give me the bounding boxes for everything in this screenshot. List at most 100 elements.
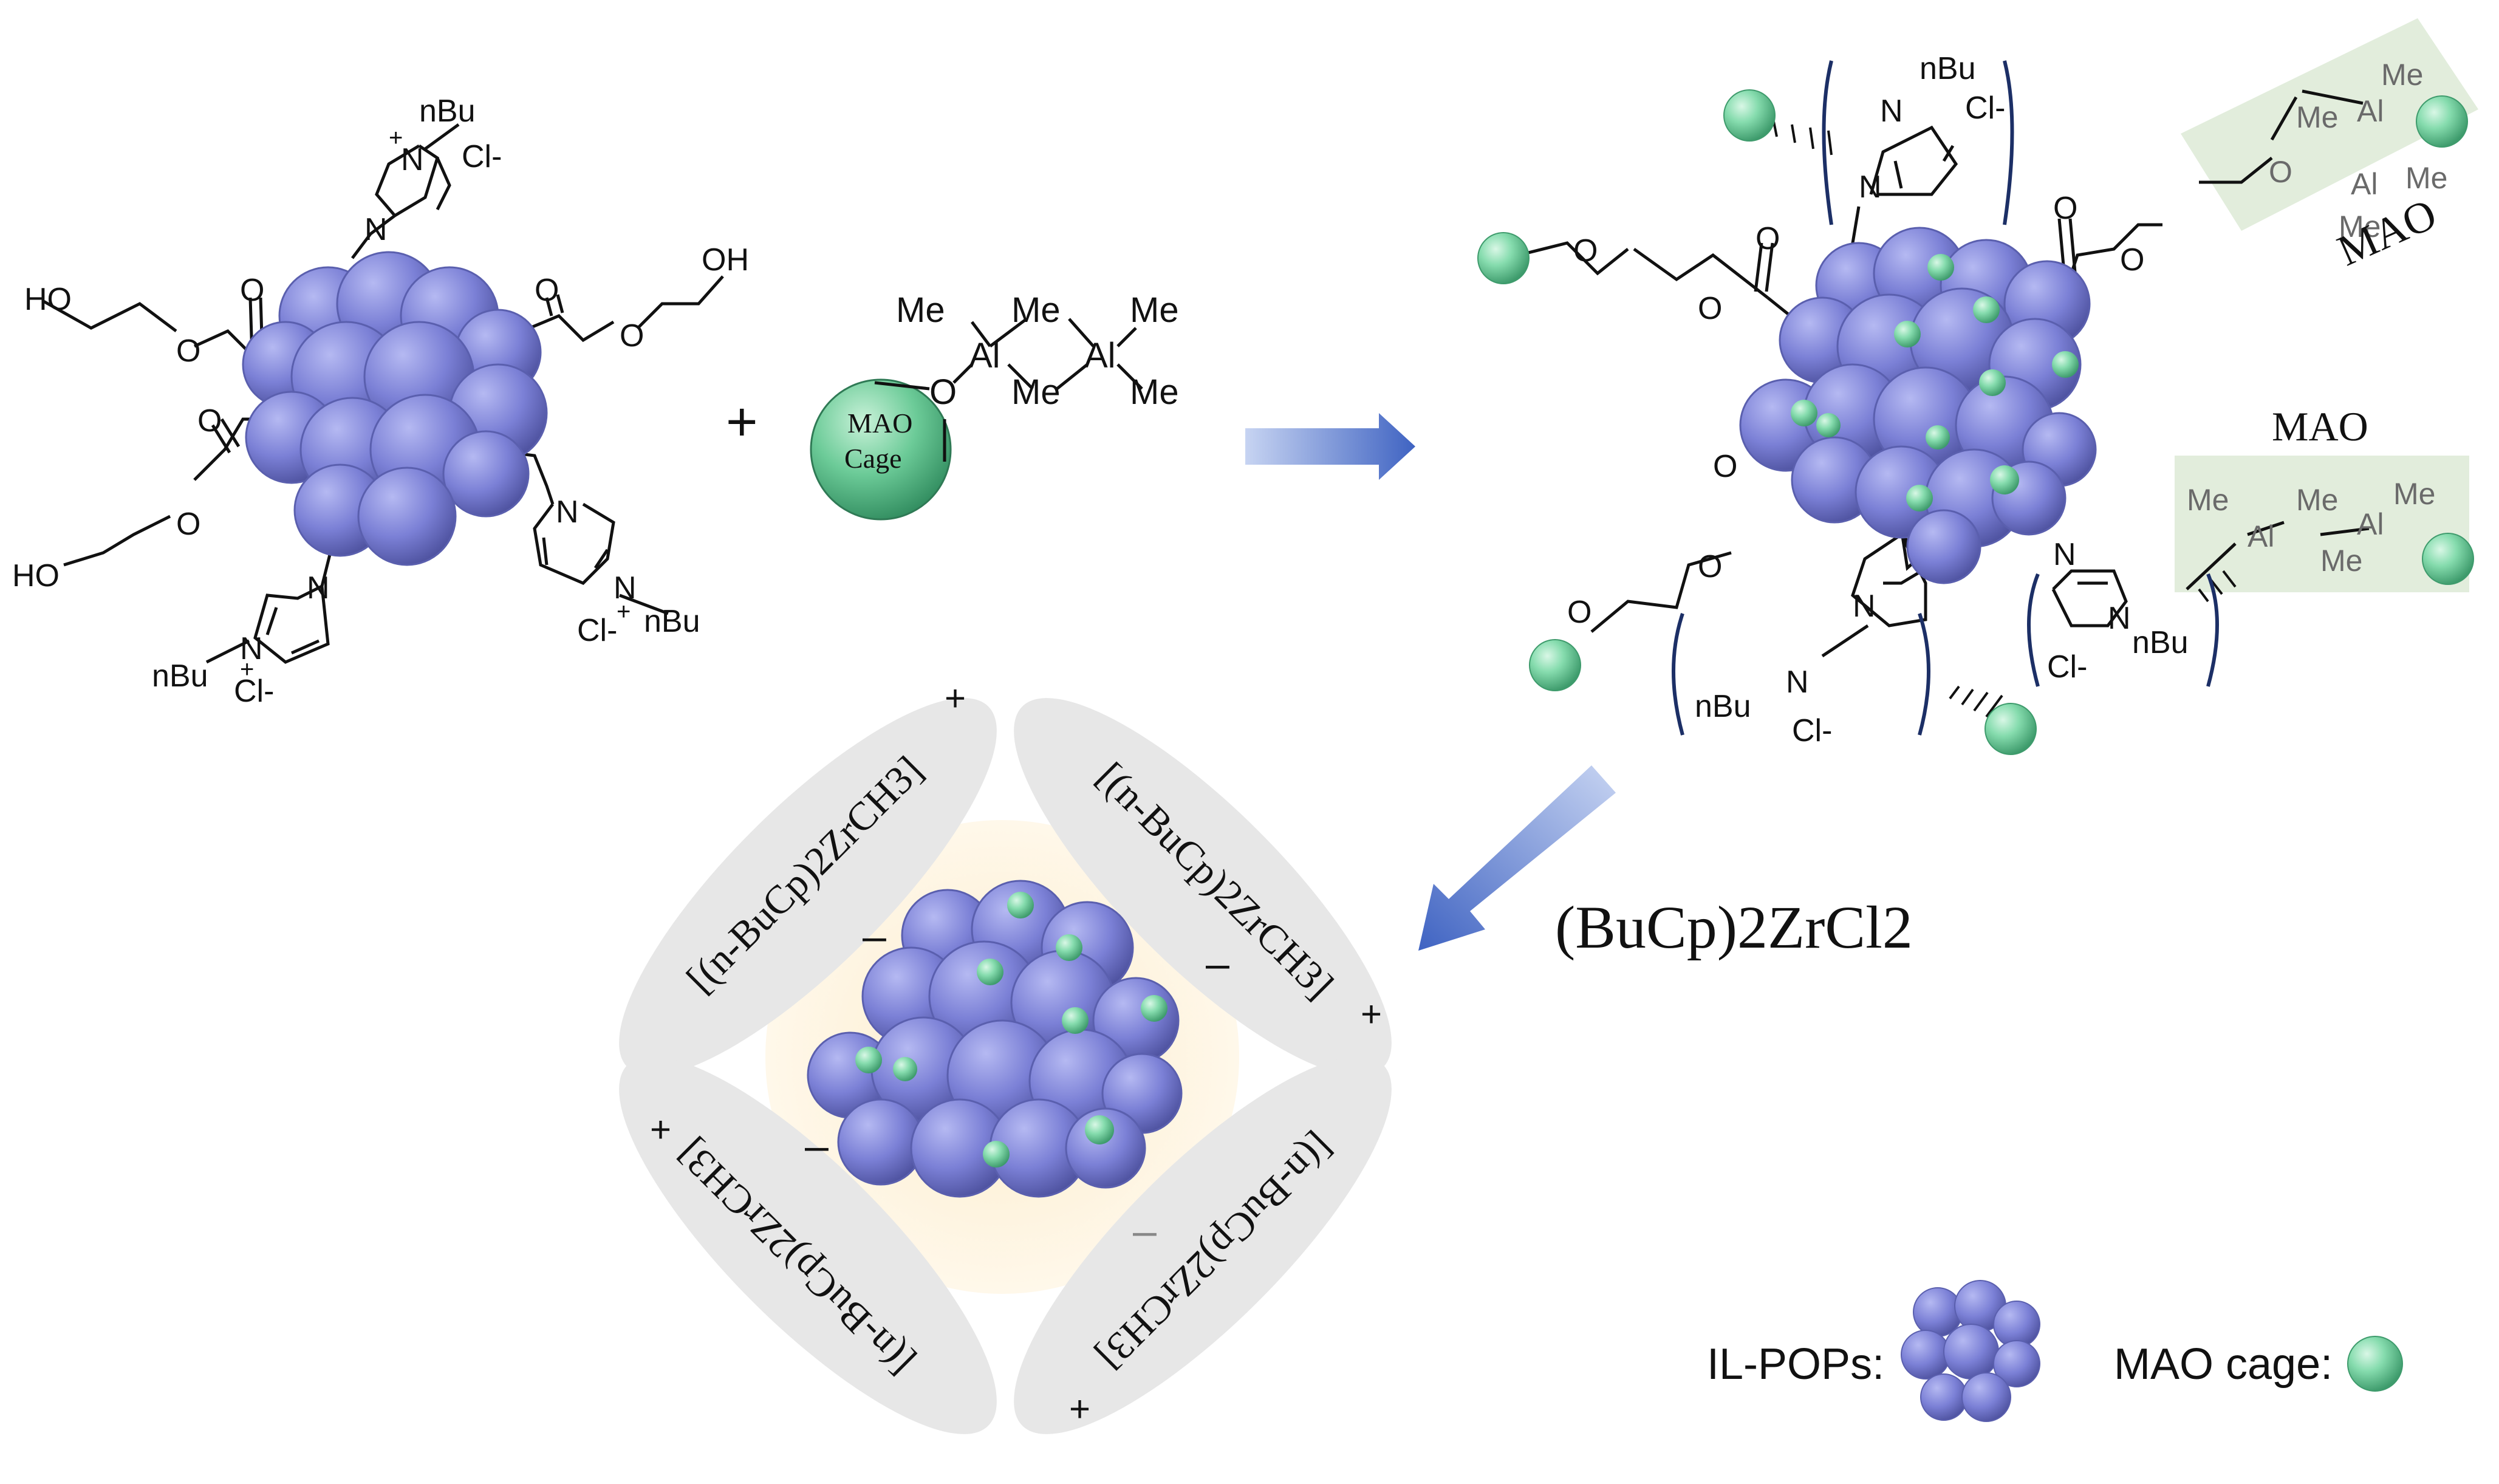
right-al-label-4: Al <box>2357 507 2384 541</box>
oh-label: OH <box>702 242 749 278</box>
left-molecule-bonds <box>41 123 724 664</box>
nbu-label-3: nBu <box>152 658 208 694</box>
plus-label-2: + <box>617 598 631 625</box>
mao-o-label: O <box>929 372 957 412</box>
minus-bottom-left: – <box>805 1122 829 1169</box>
mao-box-top <box>2181 18 2478 231</box>
legend-il-pops-icon <box>1901 1280 2040 1422</box>
o-label-5: O <box>197 403 222 439</box>
right-me-label-1: Me <box>2296 100 2338 134</box>
right-molecule-labels: O O O O O O O O N N nBu Cl- N N nBu Cl- … <box>1567 51 2189 748</box>
right-al-label-3: Al <box>2248 519 2274 553</box>
legend-mao-cage-label: MAO cage: <box>2114 1340 2333 1389</box>
o-label-3: O <box>620 318 644 354</box>
shell-top-left <box>619 698 997 1076</box>
right-o-label-6: O <box>1713 449 1737 484</box>
il-pop-functionalized-molecule: HO HO OH O O O O O O N N nBu Cl- + N N n… <box>12 94 749 709</box>
o-label-1: O <box>176 333 200 369</box>
right-o-label-3: O <box>1755 221 1780 256</box>
activated-catalyst-product: [(n-BuCp)2ZrCH3] [(n-BuCp)2ZrCH3] [(n-Bu… <box>619 678 1392 1434</box>
mao-me-label-5: Me <box>1130 372 1179 412</box>
plus-bottom-right: + <box>1069 1389 1090 1429</box>
mao-label-right: MAO <box>2272 403 2368 450</box>
right-cl-label-3: Cl- <box>2047 649 2087 685</box>
minus-bottom-right: – <box>1133 1207 1157 1254</box>
plus-bottom-left: + <box>650 1109 671 1150</box>
right-me-label-4: Me <box>2339 210 2381 244</box>
mao-me-label-3: Me <box>1011 372 1061 412</box>
minus-top-left: – <box>863 912 886 960</box>
mao-reagent: MAO Cage O Al Al Me Me Me Me Me <box>810 290 1179 521</box>
right-n-label-4: N <box>1786 665 1809 700</box>
cl-label-1: Cl- <box>462 139 502 174</box>
mao-me-label-4: Me <box>1130 290 1179 330</box>
right-nbu-label-1: nBu <box>1920 51 1976 86</box>
left-molecule-labels: HO HO OH O O O O O O N N nBu Cl- + N N n… <box>12 94 749 709</box>
right-n-label-2: N <box>1859 169 1882 205</box>
n-label-1: N <box>401 142 424 177</box>
n-label-3: N <box>556 494 579 530</box>
legend-il-pops-label: IL-POPs: <box>1707 1340 1884 1389</box>
reagent-label: (BuCp)2ZrCl2 <box>1555 894 1913 961</box>
right-n-label-1: N <box>1880 94 1903 129</box>
right-mao-labels: O Me Me Al Al Me Me Me Al Me Me Al Me <box>2187 58 2447 578</box>
mao-reagent-labels: O Al Al Me Me Me Me Me <box>896 290 1179 412</box>
plus-label-3: + <box>240 656 254 683</box>
right-brackets <box>1672 60 2219 736</box>
right-me-label-3: Me <box>2405 161 2447 195</box>
mao-al-label-1: Al <box>969 336 1000 375</box>
o-label-2: O <box>240 273 264 308</box>
right-me-label-7: Me <box>2320 544 2362 578</box>
o-label-4: O <box>535 273 559 308</box>
right-al-label-1: Al <box>2357 94 2384 128</box>
right-nbu-label-3: nBu <box>2132 625 2189 660</box>
mao-supported-il-pop-molecule: O O O O O O O O N N nBu Cl- N N nBu Cl- … <box>1477 18 2478 755</box>
cl-label-2: Cl- <box>577 613 617 648</box>
right-peripheral-mao-spheres <box>1477 89 2474 755</box>
reaction-arrow-right <box>1245 413 1415 480</box>
right-me-label-2: Me <box>2381 58 2423 92</box>
shell-bottom-left <box>619 1056 997 1434</box>
right-particle-mao-spheres <box>1791 254 2079 511</box>
right-o-label-7: O <box>1698 549 1722 584</box>
il-pop-particle-left <box>242 251 548 566</box>
mao-box-right <box>2175 456 2469 592</box>
right-me-label-5: Me <box>2187 483 2229 517</box>
reaction-arrow-down-left <box>1418 765 1616 951</box>
mao-me-label-1: Me <box>896 290 945 330</box>
product-charges: + + + + – – – – <box>650 678 1382 1429</box>
right-o-label-1: O <box>1573 233 1598 268</box>
mao-cage-label-2: Cage <box>844 443 902 474</box>
right-n-label-5: N <box>2053 537 2076 572</box>
right-o-label-mao: O <box>2269 155 2292 189</box>
shell-top-right <box>1014 698 1392 1076</box>
plus-top-left: + <box>945 678 966 719</box>
mao-me-label-2: Me <box>1011 290 1061 330</box>
plus-label-1: + <box>389 125 403 151</box>
nbu-label-1: nBu <box>419 94 476 129</box>
shell-bottom-right <box>1014 1056 1392 1434</box>
right-n-label-6: N <box>2108 601 2131 636</box>
right-me-label-8: Me <box>2393 477 2435 511</box>
right-o-label-8: O <box>1567 595 1591 630</box>
right-o-label-5: O <box>2120 242 2144 278</box>
ho-label-1: HO <box>24 282 72 317</box>
plus-top-right: + <box>1361 994 1382 1034</box>
n-label-4: N <box>614 570 637 606</box>
right-cl-label-2: Cl- <box>1792 713 1832 748</box>
reaction-plus-sign: + <box>726 392 758 453</box>
o-label-6: O <box>176 507 200 542</box>
right-o-label-2: O <box>1698 291 1722 326</box>
mao-reagent-bonds <box>874 318 1143 462</box>
minus-top-right: – <box>1206 940 1229 987</box>
right-n-label-3: N <box>1853 589 1876 624</box>
right-nbu-label-2: nBu <box>1695 689 1751 724</box>
n-label-6: N <box>240 631 263 666</box>
right-al-label-2: Al <box>2351 167 2378 201</box>
right-me-label-6: Me <box>2296 483 2338 517</box>
legend: IL-POPs: MAO cage: <box>1707 1280 2403 1422</box>
n-label-5: N <box>307 570 330 606</box>
cl-label-3: Cl- <box>234 674 274 709</box>
n-label-2: N <box>364 212 388 247</box>
ho-label-2: HO <box>12 558 60 593</box>
